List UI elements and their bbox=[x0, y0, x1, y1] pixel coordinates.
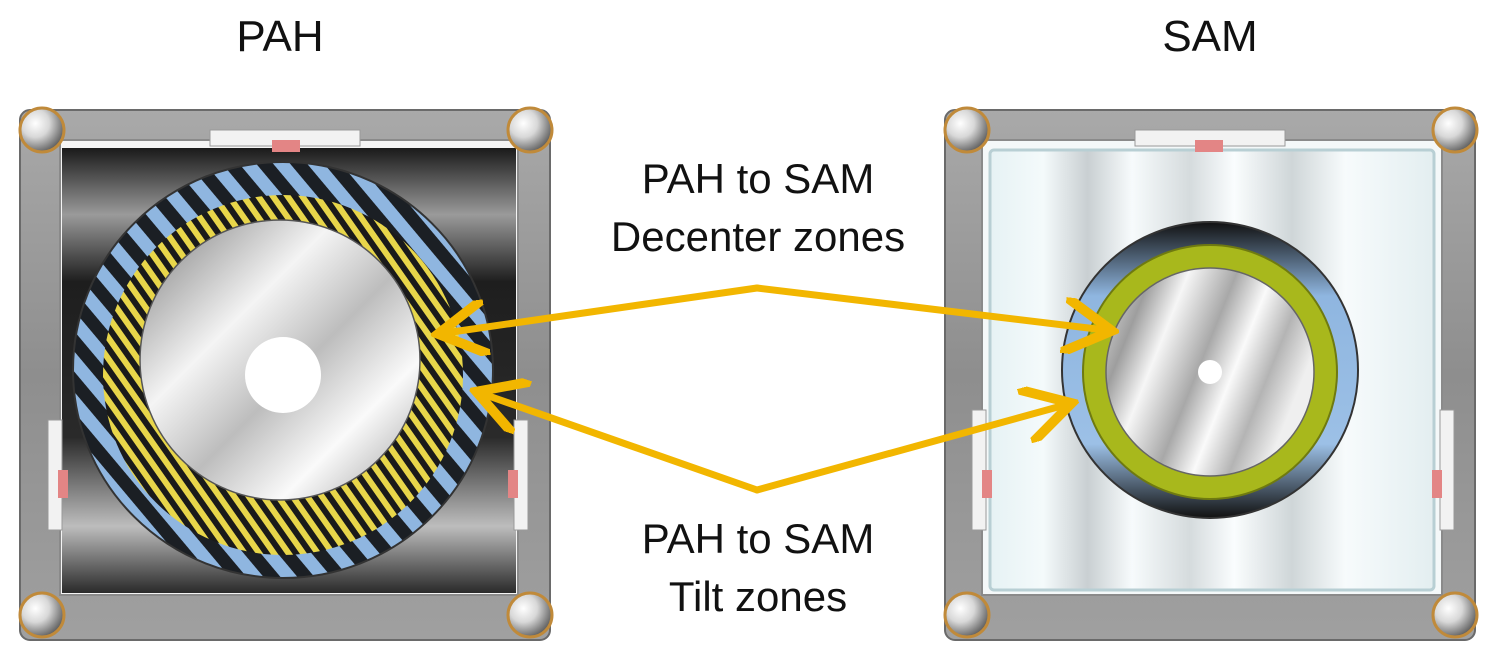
pah-center-hole bbox=[245, 337, 321, 413]
tilt-arrow-left bbox=[483, 394, 761, 494]
tilt-caption: PAH to SAM Tilt zones bbox=[558, 510, 958, 626]
pah-top-marker bbox=[272, 140, 300, 152]
pah-corner-ball-br bbox=[506, 591, 554, 639]
pah-title: PAH bbox=[236, 12, 324, 61]
decenter-arrow-left bbox=[445, 284, 761, 333]
sam-top-marker bbox=[1195, 140, 1223, 152]
sam-corner-ball-tl bbox=[943, 106, 991, 154]
pah-corner-ball-tr bbox=[506, 106, 554, 154]
pah-corner-ball-bl bbox=[18, 591, 66, 639]
decenter-caption-line1: PAH to SAM bbox=[641, 155, 875, 202]
decenter-caption-line2: Decenter zones bbox=[610, 213, 906, 260]
tilt-caption-line2: Tilt zones bbox=[668, 573, 848, 620]
sam-title: SAM bbox=[1162, 12, 1258, 61]
sam-corner-ball-bl bbox=[943, 591, 991, 639]
pah-module bbox=[18, 106, 554, 641]
tilt-caption-line1: PAH to SAM bbox=[641, 515, 875, 562]
tilt-arrow-right bbox=[753, 405, 1065, 494]
zone-arrows bbox=[445, 284, 1105, 494]
decenter-caption: PAH to SAM Decenter zones bbox=[558, 150, 958, 266]
pah-corner-ball-tl bbox=[18, 106, 66, 154]
sam-module bbox=[943, 106, 1479, 641]
decenter-arrow-right bbox=[753, 284, 1105, 330]
sam-corner-ball-tr bbox=[1431, 106, 1479, 154]
sam-corner-ball-br bbox=[1431, 591, 1479, 639]
sam-center-hole bbox=[1198, 360, 1222, 384]
